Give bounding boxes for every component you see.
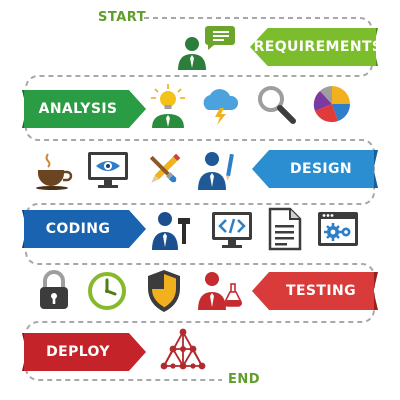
stage-label-design: DESIGN <box>252 150 374 188</box>
clock-icon <box>88 272 126 310</box>
magnifier-icon <box>258 86 296 124</box>
stage-label-analysis: ANALYSIS <box>24 90 146 128</box>
settings-window-icon <box>318 212 358 246</box>
padlock-icon <box>40 270 68 309</box>
code-monitor-icon <box>212 212 252 248</box>
coffee-cup-icon <box>36 153 73 190</box>
stage-label-requirements: REQUIREMENTS <box>250 28 376 66</box>
coder-person-icon <box>152 212 190 250</box>
network-pyramid-icon <box>160 328 206 370</box>
stage-label-coding: CODING <box>24 210 146 248</box>
stage-label-deploy: DEPLOY <box>24 333 146 371</box>
start-label: START <box>98 10 147 25</box>
lightbulb-person-icon <box>151 84 185 128</box>
storm-cloud-icon <box>203 89 239 125</box>
designer-person-icon <box>198 152 234 190</box>
stage-label-testing: TESTING <box>252 272 374 310</box>
eye-monitor-icon <box>88 152 128 188</box>
speaking-person-icon <box>178 26 235 70</box>
pie-chart-icon <box>313 86 351 123</box>
end-label: END <box>228 372 261 387</box>
shield-icon <box>148 270 180 312</box>
chemist-person-icon <box>198 272 242 310</box>
document-icon <box>268 207 302 251</box>
pencil-brush-cross-icon <box>149 153 181 183</box>
